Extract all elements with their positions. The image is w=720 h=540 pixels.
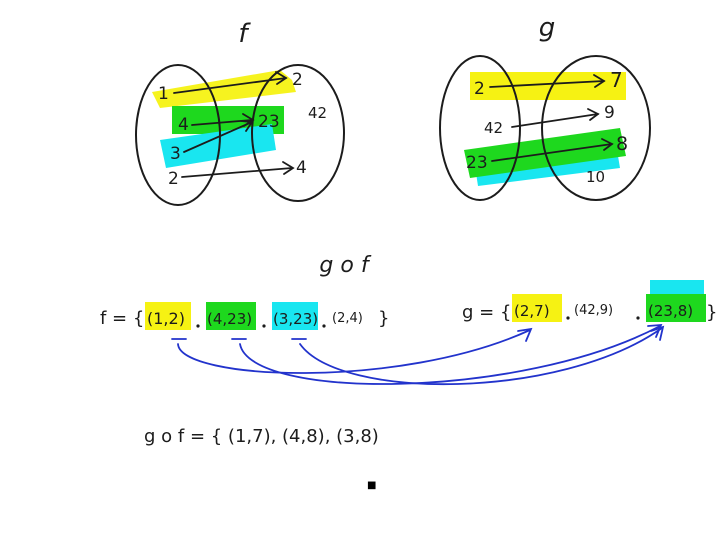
f-domain-label-1: 1 [158,84,169,104]
g-pair-highlight-green [646,294,706,322]
f-set: f = { (1,2) (4,23) (3,23) (2,4) } [100,302,389,330]
g-codomain-label-10: 10 [586,168,605,186]
g-set-pair: (2,7) [514,302,550,320]
arrow-g-42-9-head [587,108,600,121]
f-set-commas [196,324,326,328]
g-domain-label-42: 42 [484,119,503,137]
highlight-yellow-f [152,70,296,108]
arrow-pair-3-23-to-23-8-head [650,325,665,341]
arrow-g-2-7 [489,80,605,88]
f-domain-label-2: 2 [168,169,179,189]
arrow-g-23-8 [491,143,613,162]
composition-result: g o f = { (1,7), (4,8), (3,8) [144,426,379,447]
domain-oval-g [439,55,521,201]
f-set-suffix: } [378,308,389,329]
mapping-arrows [171,323,665,386]
f-codomain-label-2: 2 [292,70,303,90]
composition-title: g o f [319,253,371,278]
arrow-f-2-4-head [282,161,295,175]
arrow-f-3-23 [183,121,253,153]
f-set-pair: (2,4) [332,311,363,326]
f-domain-label-4: 4 [178,115,189,135]
codomain-oval-g [541,55,651,201]
arrow-pair-3-23-to-23-8 [299,327,663,386]
f-pair-highlight-cyan [272,302,318,330]
arrow-f-1-2 [173,77,287,94]
arrow-f-1-2-head [275,71,288,85]
arrow-f-3-23-head [240,120,254,132]
g-set-commas [566,316,640,320]
f-codomain-label-23: 23 [258,112,280,132]
diagram-g: g 2 42 23 7 9 8 10 [439,13,651,201]
arrow-pair-1-2-to-2-7 [177,329,531,374]
codomain-oval-f [251,64,345,202]
arrow-pair-1-2-to-2-7-head [517,327,533,342]
diagram-g-title: g [539,13,556,43]
g-pair-highlight-yellow [512,294,562,322]
arrow-pair-4-23-to-23-8 [239,325,661,385]
f-set-prefix: f = { [100,308,144,329]
arrow-pair-4-23-to-23-8-head [647,323,663,338]
g-set: g = { (2,7) (42,9) (23,8) } [462,280,717,323]
pointer-marker: ■ [367,480,376,491]
f-codomain-label-42: 42 [308,104,327,122]
g-set-prefix: g = { [462,302,511,323]
diagram-f-title: f [238,19,251,49]
diagram-f: f 1 4 3 2 2 23 42 4 [135,19,345,206]
arrow-g-42-9 [511,113,599,128]
f-codomain-label-4: 4 [296,158,307,178]
f-set-pair: (4,23) [207,310,252,328]
g-codomain-label-9: 9 [604,103,615,123]
g-domain-label-23: 23 [466,153,488,173]
arrow-g-23-8-head [601,138,614,151]
g-set-pair: (42,9) [574,303,613,318]
f-pair-highlight-green [206,302,256,330]
g-set-suffix: } [706,302,717,323]
f-pair-highlight-yellow [145,302,191,330]
f-set-pair: (1,2) [147,309,185,328]
domain-oval-f [135,64,221,206]
g-domain-label-2: 2 [474,79,485,99]
f-set-pair: (3,23) [273,310,318,328]
g-codomain-label-8: 8 [616,133,628,155]
g-set-pair: (23,8) [648,302,693,320]
g-codomain-label-7: 7 [610,68,623,92]
arrow-f-2-4 [181,167,293,178]
f-domain-label-3: 3 [170,144,181,164]
arrow-g-2-7-head [593,74,606,88]
highlight-cyan-f [160,124,276,168]
